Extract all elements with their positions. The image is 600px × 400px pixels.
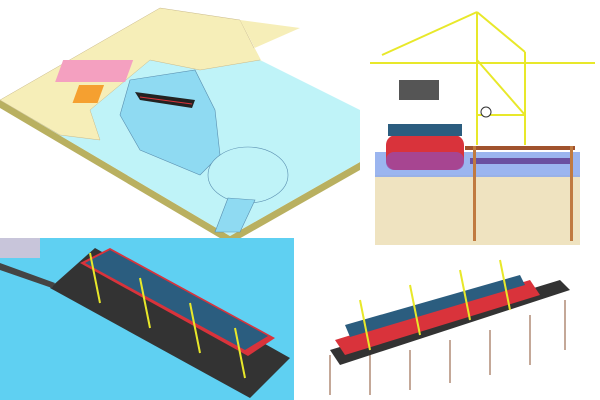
wharf-3d-pile-view	[310, 255, 600, 400]
wharf-3d-top-view	[0, 238, 294, 400]
wharf-platform	[50, 248, 290, 398]
terminal-yard-orange	[72, 85, 105, 103]
wharf-pile-drawing	[329, 259, 570, 395]
ship-hull-submerged	[386, 152, 464, 170]
port-layout-plan	[0, 0, 360, 240]
land-area-east	[240, 20, 300, 62]
approach-channel	[214, 197, 256, 233]
access-trestle	[0, 263, 55, 288]
port-layout-drawing	[0, 7, 360, 240]
turning-circle	[207, 146, 289, 204]
ship-stripe	[139, 96, 193, 105]
barge-hull	[335, 280, 540, 355]
wharf-3d-drawing	[0, 238, 290, 398]
seabed-slab-edge	[0, 100, 360, 240]
piles	[329, 300, 566, 395]
wharf-deck	[465, 146, 575, 150]
container-stack-hoisted	[399, 80, 439, 100]
pile-right	[570, 146, 573, 241]
terminal-yard	[55, 60, 134, 82]
cross-section-drawing	[370, 11, 595, 245]
hoist-drum	[480, 106, 492, 118]
pile-left	[473, 146, 476, 241]
wharf-beam	[470, 158, 570, 164]
cranes	[89, 252, 246, 379]
barge-containers	[85, 250, 268, 350]
seabed	[375, 175, 580, 245]
ship-bow-outline	[0, 238, 40, 258]
barge-containers	[345, 275, 525, 337]
wharf-cross-section	[370, 0, 600, 245]
ship-containers	[388, 124, 462, 136]
land-area	[0, 7, 261, 141]
cranes	[359, 259, 511, 351]
